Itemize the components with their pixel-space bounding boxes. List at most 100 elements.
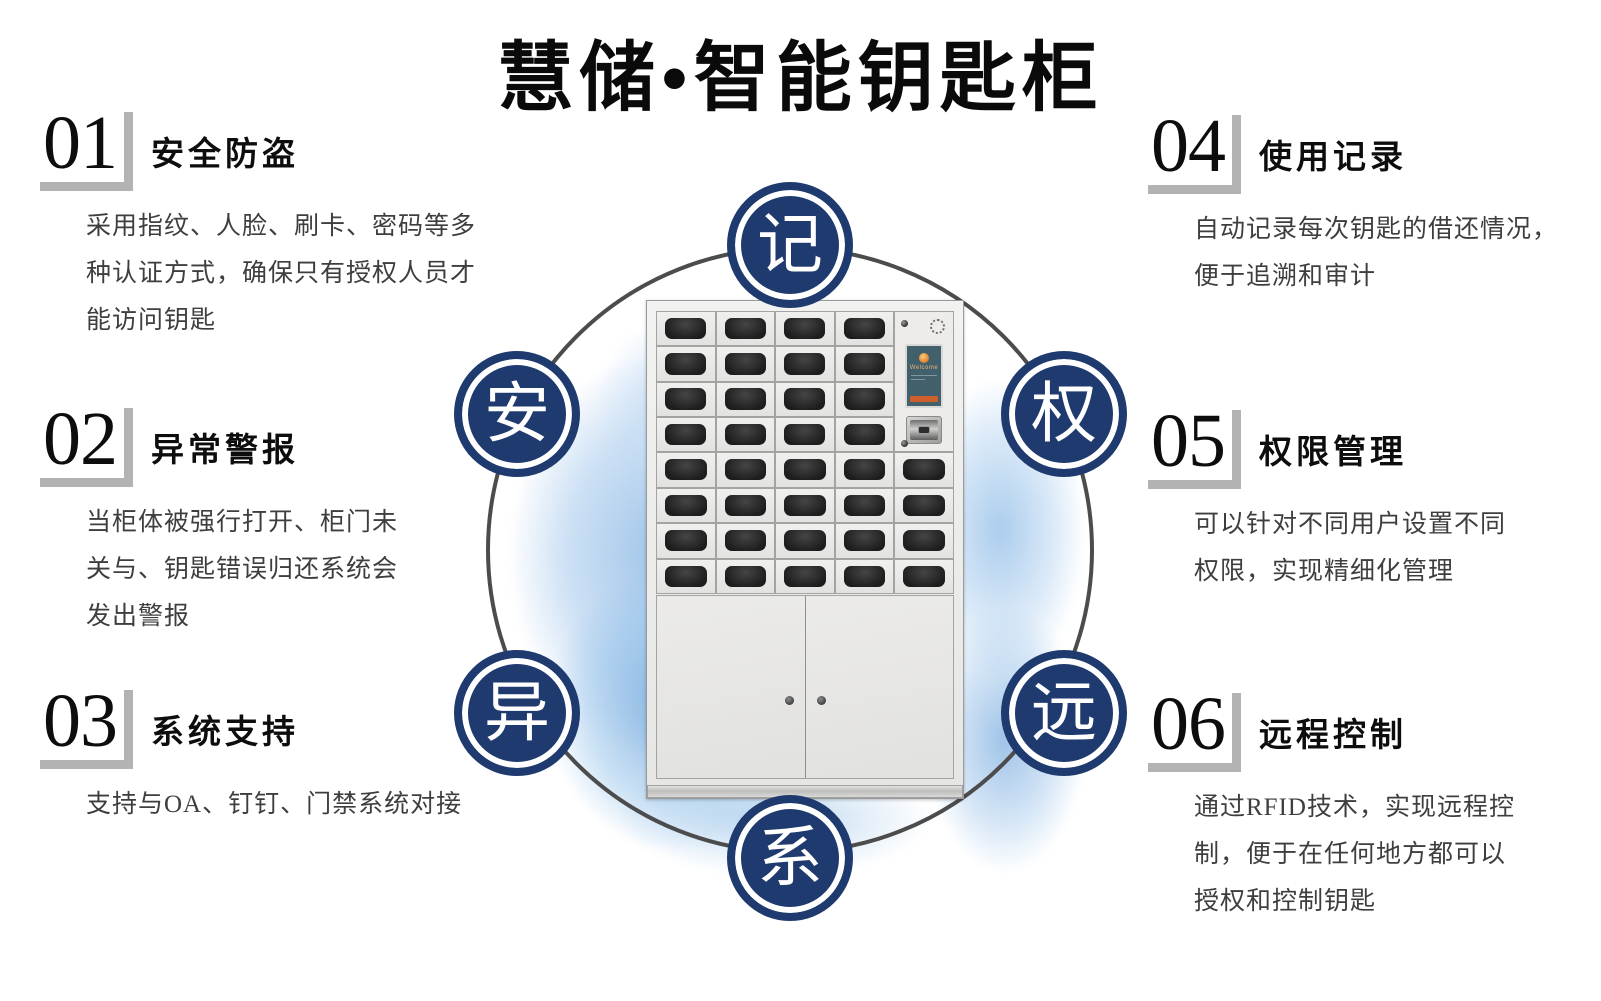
feature-number: 03 [43, 679, 118, 763]
locker-window [903, 459, 945, 481]
badge-permission: 权 [1001, 351, 1127, 477]
locker-window [665, 530, 707, 552]
keyhole-icon [816, 696, 826, 705]
locker-window [784, 565, 826, 587]
badge-remote: 远 [1001, 650, 1127, 776]
locker-window [843, 423, 885, 445]
locker-door [775, 346, 835, 382]
badge-char: 记 [757, 209, 823, 282]
feature-number-box: 05 [1148, 399, 1241, 489]
locker-door [715, 416, 775, 452]
feature-number: 02 [43, 397, 118, 481]
locker-window [784, 423, 826, 445]
camera-icon [901, 440, 908, 447]
locker-window [724, 530, 767, 552]
locker-door [715, 381, 775, 417]
badge-safety: 安 [454, 351, 580, 477]
feature-description: 当柜体被强行打开、柜门未 关与、钥匙错误归还系统会 发出警报 [86, 509, 399, 630]
feature-description: 可以针对不同用户设置不同 权限，实现精细化管理 [1194, 511, 1507, 585]
page-title: 慧储•智能钥匙柜 [497, 37, 1104, 121]
feature-description: 采用指纹、人脸、刷卡、密码等多 种认证方式，确保只有授权人员才 能访问钥匙 [86, 213, 477, 334]
locker-window [665, 494, 707, 516]
locker-door [656, 452, 716, 488]
locker-door [834, 381, 894, 417]
locker-window [843, 353, 885, 375]
feature-heading: 使用记录 [1259, 140, 1407, 176]
badge-char: 远 [1031, 677, 1097, 750]
locker-door [894, 487, 954, 523]
key-cabinet: Welcome [646, 300, 964, 799]
screen-logo-icon [919, 353, 929, 363]
locker-window [665, 353, 707, 375]
feature-number-box: 03 [40, 679, 133, 769]
locker-door [775, 452, 835, 488]
locker-door [656, 523, 716, 559]
locker-window [665, 388, 707, 410]
locker-window [903, 565, 945, 587]
feature-number: 05 [1151, 399, 1226, 483]
locker-door [775, 487, 835, 523]
locker-door [834, 311, 894, 347]
locker-door [656, 487, 716, 523]
card-reader [906, 416, 942, 444]
speaker-icon [930, 319, 945, 334]
badge-char: 权 [1031, 378, 1097, 451]
feature-description: 自动记录每次钥匙的借还情况， 便于追溯和审计 [1194, 216, 1559, 290]
locker-door [656, 558, 716, 594]
feature-number: 01 [43, 101, 118, 185]
feature-heading: 系统支持 [151, 715, 299, 751]
feature-heading: 远程控制 [1259, 718, 1407, 754]
cabinet-doors [656, 595, 954, 779]
screen-welcome-text: Welcome [909, 365, 939, 371]
locker-door [834, 416, 894, 452]
locker-door [715, 311, 775, 347]
feature-description: 通过RFID技术，实现远程控 制，便于在任何地方都可以 授权和控制钥匙 [1194, 794, 1515, 915]
locker-door [715, 523, 776, 559]
locker-window [724, 494, 767, 516]
locker-window [843, 459, 886, 481]
locker-door [715, 452, 776, 488]
feature-heading: 异常警报 [151, 433, 299, 469]
locker-window [665, 565, 707, 587]
keyhole-icon [784, 696, 794, 705]
locker-grid-bottom [656, 452, 954, 594]
locker-window [843, 565, 886, 587]
locker-window [843, 494, 886, 516]
locker-window [665, 423, 707, 445]
feature-04: 04 使用记录 自动记录每次钥匙的借还情况， 便于追溯和审计 [1148, 108, 1601, 300]
feature-03: 03 系统支持 支持与OA、钉钉、门禁系统对接 [40, 679, 500, 828]
locker-window [665, 317, 707, 340]
locker-door [775, 381, 835, 417]
locker-window [784, 530, 826, 552]
reader-display [919, 427, 929, 433]
feature-number-box: 06 [1148, 686, 1241, 772]
feature-number-box: 04 [1148, 108, 1241, 194]
locker-window [843, 388, 885, 410]
badge-record: 记 [727, 182, 853, 308]
locker-door [656, 311, 716, 347]
locker-window [724, 317, 766, 340]
locker-window [784, 317, 826, 340]
locker-door [775, 523, 835, 559]
locker-grid-top [656, 311, 894, 452]
screen-button [910, 396, 938, 402]
locker-door [834, 452, 895, 488]
feature-number-box: 02 [40, 397, 133, 487]
touch-screen: Welcome [905, 344, 943, 408]
locker-door [834, 523, 895, 559]
locker-window [784, 353, 826, 375]
locker-window [784, 388, 826, 410]
feature-description: 支持与OA、钉钉、门禁系统对接 [86, 791, 463, 818]
feature-01: 01 安全防盗 采用指纹、人脸、刷卡、密码等多 种认证方式，确保只有授权人员才 … [40, 101, 500, 344]
cabinet-door-right [804, 596, 953, 778]
locker-door [656, 381, 716, 417]
badge-abnormal: 异 [454, 650, 580, 776]
locker-window [724, 565, 767, 587]
locker-door [834, 558, 895, 594]
locker-door [834, 346, 894, 382]
locker-window [784, 459, 826, 481]
locker-door [775, 558, 835, 594]
locker-door [715, 346, 775, 382]
feature-number-box: 01 [40, 101, 133, 191]
